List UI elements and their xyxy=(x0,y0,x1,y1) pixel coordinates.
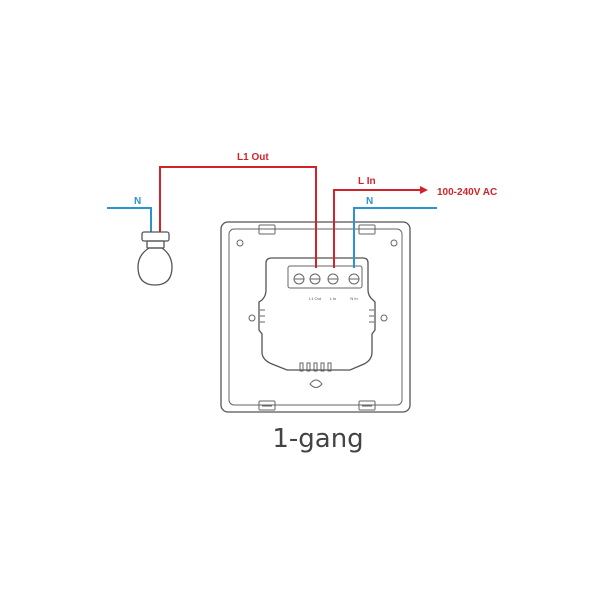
connector-pin xyxy=(313,362,318,372)
wire-l-in xyxy=(333,189,425,268)
bottom-connector-pins xyxy=(299,362,332,372)
mounting-clip-bottom-left xyxy=(258,400,276,411)
screw-hole-left xyxy=(236,239,244,247)
mounting-clip-top-right xyxy=(358,224,376,235)
terminal-label-l1-out: L1 Out xyxy=(309,296,322,301)
wires xyxy=(107,166,437,268)
terminal-label-n-in: N In xyxy=(350,296,357,301)
wire-n-supply xyxy=(353,207,437,268)
connector-pin xyxy=(306,362,311,372)
label-supply: 100-240V AC xyxy=(437,187,497,198)
screw-hole-right xyxy=(390,239,398,247)
module-side-ribs-left xyxy=(260,309,265,323)
connector-pin xyxy=(299,362,304,372)
module-body xyxy=(258,257,376,371)
caption: 1-gang xyxy=(272,424,363,454)
connector-pin xyxy=(320,362,325,372)
screw-hole-right-mid xyxy=(380,314,388,322)
mounting-clip-bottom-right xyxy=(358,400,376,411)
label-l-in: L In xyxy=(358,176,376,187)
terminal-block xyxy=(287,265,363,289)
wire-l1-out xyxy=(159,166,317,268)
wire-n-lamp xyxy=(107,207,152,232)
bulb-base xyxy=(146,240,165,249)
label-neutral-lamp: N xyxy=(134,196,141,207)
bulb-socket xyxy=(141,231,170,242)
label-l1-out: L1 Out xyxy=(237,152,269,163)
bottom-notch xyxy=(309,379,323,388)
terminal-label-l-in: L In xyxy=(330,296,337,301)
light-bulb-icon xyxy=(137,231,173,286)
mounting-clip-top-left xyxy=(258,224,276,235)
supply-arrow-icon xyxy=(420,186,428,194)
label-neutral-supply: N xyxy=(366,196,373,207)
module-side-ribs-right xyxy=(369,309,374,323)
connector-pin xyxy=(327,362,332,372)
bulb-glass xyxy=(137,247,173,286)
terminal-screws xyxy=(293,273,360,285)
screw-hole-left-mid xyxy=(248,314,256,322)
